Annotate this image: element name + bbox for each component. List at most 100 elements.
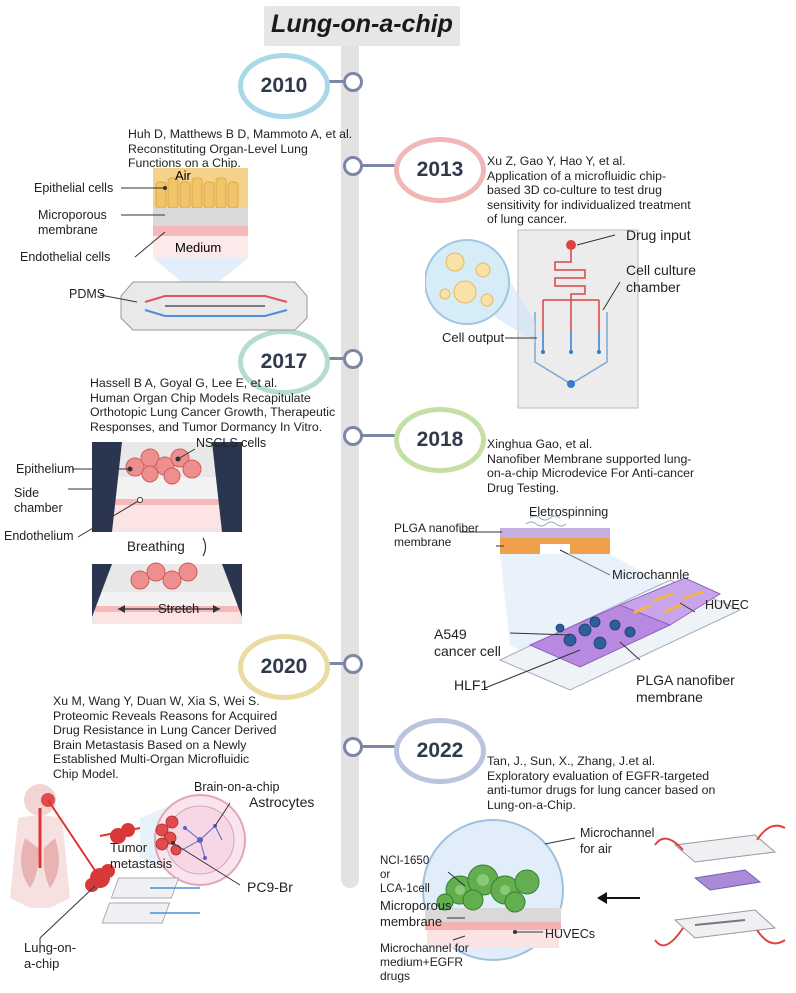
year-badge-2020: 2020 xyxy=(238,634,330,700)
drug-inlet xyxy=(566,240,576,250)
connector-2018 xyxy=(357,434,397,437)
illustration-2018 xyxy=(460,515,742,691)
reference-2010: Huh D, Matthews B D, Mammoto A, et al. R… xyxy=(128,127,352,171)
ref-line: Huh D, Matthews B D, Mammoto A, et al. xyxy=(128,127,353,141)
connector-2013 xyxy=(357,164,397,167)
ref-line: Hassell B A, Goyal G, Lee E, et al. xyxy=(90,376,278,390)
microporous-membrane-label-2022: Microporous membrane xyxy=(380,898,452,929)
side-chamber-label: Side chamber xyxy=(14,486,63,515)
cell-outlet xyxy=(567,380,575,388)
ref-line: Nanofiber Membrane supported lung- xyxy=(487,451,692,466)
reference-2020: Xu M, Wang Y, Duan W, Xia S, Wei S. Prot… xyxy=(53,694,277,782)
medium-label: Medium xyxy=(175,240,221,255)
ref-line: Application of a microfluidic chip- xyxy=(487,168,667,183)
cell-output-label: Cell output xyxy=(442,330,505,345)
connector-2010 xyxy=(320,80,350,83)
huvec-label: HUVEC xyxy=(705,598,749,612)
nci-1650-label: NCI-1650 or LCA-1cell xyxy=(380,855,430,895)
pc9-br-label: PC9-Br xyxy=(247,879,293,895)
ref-line: on-a-chip Microdevice For Anti-cancer xyxy=(487,466,695,481)
ref-line: Functions on a Chip. xyxy=(128,156,241,171)
illustration-2020 xyxy=(10,784,246,953)
membrane-layer xyxy=(153,208,248,226)
microchannel-medium-label: Microchannel for medium+EGFR drugs xyxy=(380,941,469,983)
endothelial-cells-label: Endothelial cells xyxy=(20,250,111,264)
year-badge-2017: 2017 xyxy=(238,329,330,395)
connector-2022 xyxy=(357,745,397,748)
ref-line: Proteomic Reveals Reasons for Acquired xyxy=(53,708,278,723)
chip-body xyxy=(517,229,639,409)
chip-top-layer xyxy=(673,834,777,863)
ref-line: Responses, and Tumor Dormancy In Vitro. xyxy=(90,419,323,434)
page-title: Lung-on-a-chip xyxy=(271,10,453,38)
pdms-label: PDMS xyxy=(69,287,106,301)
ref-line: based 3D co-culture to test drug xyxy=(487,183,662,198)
endothelial-layer xyxy=(153,226,248,236)
illustration-2022 xyxy=(422,819,786,961)
ref-line: Human Organ Chip Models Recapitulate xyxy=(90,390,311,405)
ref-line: Drug Resistance in Lung Cancer Derived xyxy=(53,723,277,738)
side-chamber-left xyxy=(92,442,122,532)
year-badge-2013: 2013 xyxy=(394,137,486,203)
lung-on-a-chip-label: Lung-on- a-chip xyxy=(24,940,77,971)
ref-line: Xu M, Wang Y, Duan W, Xia S, Wei S. xyxy=(53,694,260,708)
brain-on-a-chip-label: Brain-on-a-chip xyxy=(194,780,280,794)
ref-line: Lung-on-a-Chip. xyxy=(487,797,576,812)
illustration-2010: Air Medium xyxy=(99,168,308,331)
ref-line: of lung cancer. xyxy=(487,212,567,227)
ref-line: anti-tumor drugs for lung cancer based o… xyxy=(487,783,716,798)
timeline-spine xyxy=(341,46,359,888)
plga-membrane-top-label: PLGA nanofiber membrane xyxy=(394,521,479,549)
endothelium-label: Endothelium xyxy=(4,529,74,543)
timeline-node-2013 xyxy=(343,156,363,176)
nscls-cells-label: NSCLS cells xyxy=(196,436,267,450)
timeline-node-2010 xyxy=(343,72,363,92)
ref-line: Xu Z, Gao Y, Hao Y, et al. xyxy=(487,154,626,168)
huvec-chamber xyxy=(618,577,722,626)
microchannel-air-label: Microchannel for air xyxy=(580,826,655,856)
epithelium-label: Epithelium xyxy=(16,462,75,476)
ref-line: Brain Metastasis Based on a Newly xyxy=(53,737,247,752)
illustration-2017 xyxy=(68,442,242,624)
microporous-membrane-label: Microporous membrane xyxy=(38,208,107,237)
timeline-node-2018 xyxy=(343,426,363,446)
connector-2017 xyxy=(320,357,350,360)
ref-line: Exploratory evaluation of EGFR-targeted xyxy=(487,768,710,783)
ref-line: Reconstituting Organ-Level Lung xyxy=(128,141,308,156)
reference-2013: Xu Z, Gao Y, Hao Y, et al. Application o… xyxy=(487,154,691,227)
medium-layer xyxy=(153,236,248,258)
epithelial-cells-label: Epithelial cells xyxy=(34,181,114,195)
year-badge-2022: 2022 xyxy=(394,718,486,784)
plga-membrane-bottom-label: PLGA nanofiber membrane xyxy=(636,672,735,705)
reference-2022: Tan, J., Sun, X., Zhang, J.et al. Explor… xyxy=(487,754,715,812)
drug-input-label: Drug input xyxy=(626,227,691,243)
chip-bottom-layer xyxy=(673,909,777,939)
ref-line: Chip Model. xyxy=(53,766,119,781)
timeline-node-2022 xyxy=(343,737,363,757)
ref-line: Orthotopic Lung Cancer Growth, Therapeut… xyxy=(90,405,336,420)
cell-culture-chamber-label: Cell culture chamber xyxy=(626,262,697,295)
ref-line: Xinghua Gao, et al. xyxy=(487,437,593,451)
illustration-2013 xyxy=(425,229,639,409)
ref-line: Drug Testing. xyxy=(487,480,560,495)
title-box xyxy=(264,6,460,46)
side-chamber-right xyxy=(212,442,242,532)
head xyxy=(24,784,56,816)
timeline-node-2017 xyxy=(343,349,363,369)
microchannle-label: Microchannle xyxy=(612,567,690,582)
ref-line: Established Multi-Organ Microfluidic xyxy=(53,752,250,767)
breathing-label: Breathing xyxy=(127,539,185,554)
reference-2017: Hassell B A, Goyal G, Lee E, et al. Huma… xyxy=(90,376,335,434)
stretch-label: Stretch xyxy=(158,601,200,616)
eletrospinning-label: Eletrospinning xyxy=(529,505,609,519)
huvecs-label: HUVECs xyxy=(545,927,596,941)
air-label: Air xyxy=(175,168,192,183)
year-badge-2018: 2018 xyxy=(394,407,486,473)
membrane-layer xyxy=(693,869,762,891)
a549-label: A549 cancer cell xyxy=(434,626,501,659)
ref-line: sensitivity for individualized treatment xyxy=(487,197,691,212)
connector-2020 xyxy=(320,662,350,665)
timeline-node-2020 xyxy=(343,654,363,674)
ref-line: Tan, J., Sun, X., Zhang, J.et al. xyxy=(487,754,656,768)
astrocytes-label: Astrocytes xyxy=(249,794,315,810)
